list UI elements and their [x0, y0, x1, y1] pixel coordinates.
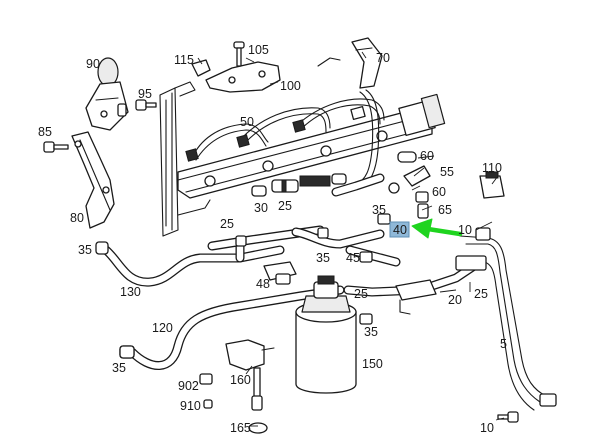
label-110: 110 — [482, 161, 502, 175]
label-35-mid: 35 — [316, 251, 330, 265]
fuel-rail — [177, 93, 446, 199]
label-120: 120 — [152, 321, 173, 335]
label-10-bottom: 10 — [480, 421, 494, 435]
label-80: 80 — [70, 211, 84, 225]
label-165: 165 — [230, 421, 251, 435]
engine-outline — [159, 81, 211, 237]
label-25-left: 25 — [220, 217, 234, 231]
label-40: 40 — [393, 223, 407, 237]
label-35-center: 35 — [372, 203, 386, 217]
leader-lines — [197, 51, 505, 427]
bolt-10-bottom — [497, 411, 519, 423]
green-arrow-icon — [411, 218, 463, 239]
hose-45 — [291, 173, 401, 267]
bolt-105 — [233, 41, 245, 67]
label-70: 70 — [376, 51, 390, 65]
label-25-right: 25 — [474, 287, 488, 301]
part-902 — [199, 373, 213, 385]
label-910: 910 — [180, 399, 201, 413]
connector-30 — [251, 173, 347, 197]
injector-lines — [185, 98, 385, 162]
label-85: 85 — [38, 125, 52, 139]
label-130: 130 — [120, 285, 141, 299]
label-45: 45 — [346, 251, 360, 265]
label-5: 5 — [500, 337, 507, 351]
label-20: 20 — [448, 293, 462, 307]
label-25-rail: 25 — [278, 199, 292, 213]
label-115: 115 — [174, 53, 194, 67]
label-35-filter: 35 — [364, 325, 378, 339]
label-35-left: 35 — [78, 243, 92, 257]
ring-165 — [248, 422, 268, 434]
label-90: 90 — [86, 57, 100, 71]
hose-130 — [95, 225, 325, 287]
label-902: 902 — [178, 379, 199, 393]
label-50: 50 — [240, 115, 254, 129]
label-65: 65 — [438, 203, 452, 217]
sensor-160 — [225, 339, 275, 411]
label-55: 55 — [440, 165, 454, 179]
part-910 — [203, 399, 213, 409]
clip-115 — [191, 59, 211, 77]
bolt-85 — [43, 141, 69, 153]
fuel-filter-150 — [295, 275, 357, 394]
label-95: 95 — [138, 87, 152, 101]
cover-100 — [205, 61, 281, 93]
label-48: 48 — [256, 277, 270, 291]
label-60-mid: 60 — [432, 185, 446, 199]
fuel-pipes-5 — [455, 227, 557, 411]
bracket-80 — [71, 131, 115, 229]
label-60-top: 60 — [420, 149, 434, 163]
label-25-filter: 25 — [354, 287, 368, 301]
clip-35-filter — [359, 313, 373, 325]
label-10-top: 10 — [458, 223, 472, 237]
label-160: 160 — [230, 373, 251, 387]
label-100: 100 — [280, 79, 301, 93]
clamp-48 — [263, 261, 297, 285]
hose-20 — [343, 257, 485, 315]
label-150: 150 — [362, 357, 383, 371]
label-30: 30 — [254, 201, 268, 215]
bracket-110 — [479, 171, 505, 199]
label-35-bottom-left: 35 — [112, 361, 126, 375]
label-105: 105 — [248, 43, 269, 57]
part-40-highlight — [389, 221, 410, 238]
clip-35-bottom-left — [119, 345, 135, 359]
bolt-95 — [135, 99, 157, 111]
fitting-55 — [388, 165, 431, 219]
bracket-70 — [317, 37, 383, 89]
callout-labels: 90 95 85 80 35 130 120 35 115 105 100 70… — [38, 43, 507, 435]
bracket-90 — [85, 57, 129, 131]
